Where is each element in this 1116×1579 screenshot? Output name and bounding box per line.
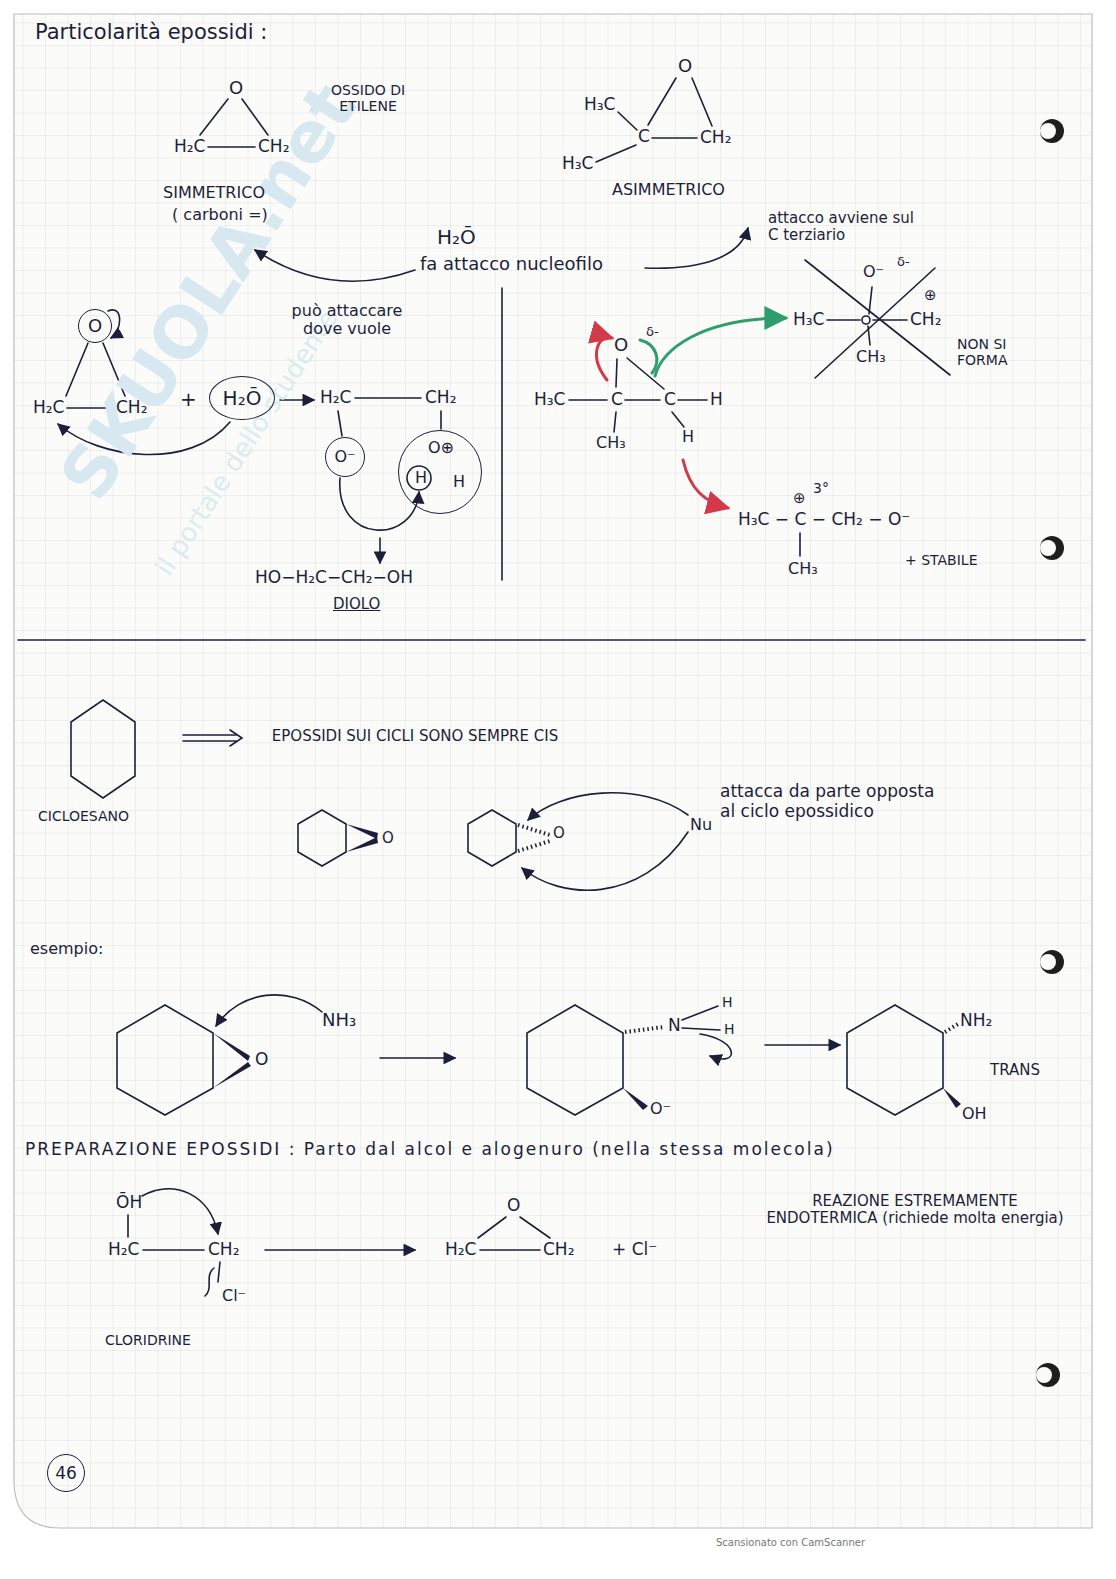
circled-label: 46 bbox=[55, 1464, 77, 1483]
atom-label: CH₂ bbox=[700, 128, 731, 148]
circled-text: O⁻ bbox=[325, 437, 365, 477]
note: TRANS bbox=[990, 1062, 1040, 1079]
atom-label: H bbox=[724, 1021, 735, 1037]
note: attacco avviene sul C terziario bbox=[768, 210, 918, 245]
circled-label: H bbox=[453, 473, 465, 491]
atom-label: CH₃ bbox=[788, 560, 818, 578]
atom-label: H₂C bbox=[108, 1240, 139, 1260]
atom-label: CH₃ bbox=[596, 434, 626, 452]
note: EPOSSIDI SUI CICLI SONO SEMPRE CIS bbox=[255, 728, 575, 745]
atom-label: CH₃ bbox=[856, 348, 886, 366]
note: + STABILE bbox=[905, 552, 978, 568]
atom-label: H₃C bbox=[584, 95, 615, 115]
page-title: Particolarità epossidi : bbox=[35, 20, 267, 44]
plus-sign: + bbox=[180, 388, 197, 411]
note: ASIMMETRICO bbox=[612, 181, 725, 199]
note: SIMMETRICO bbox=[163, 184, 265, 202]
atom-label: O bbox=[678, 56, 692, 77]
atom-label: CH₂ bbox=[425, 388, 456, 408]
compound-name: CICLOESANO bbox=[38, 808, 129, 824]
atom-label: CH₂ bbox=[910, 310, 941, 330]
formula: NH₃ bbox=[322, 1010, 356, 1031]
note: può attaccare dove vuole bbox=[272, 302, 422, 339]
atom-label: O bbox=[614, 335, 628, 356]
atom-label: C bbox=[611, 390, 623, 410]
charge-label: δ- bbox=[897, 255, 910, 270]
atom-label: H₂C bbox=[445, 1240, 476, 1260]
note: DIOLO bbox=[333, 596, 380, 613]
atom-label: O bbox=[507, 1196, 520, 1216]
charge-label: ⊕ bbox=[924, 287, 937, 304]
scanner-credit: Scansionato con CamScanner bbox=[716, 1537, 865, 1549]
atom-label: Cl⁻ bbox=[222, 1287, 246, 1305]
compound-name: CLORIDRINE bbox=[105, 1332, 191, 1348]
atom-label: O bbox=[553, 825, 565, 842]
circled-text: O⊕HH bbox=[398, 430, 482, 514]
atom-label: H bbox=[682, 428, 694, 446]
atom-label: CH₂ bbox=[258, 137, 289, 157]
compound-name: OSSIDO DI ETILENE bbox=[322, 82, 414, 114]
atom-label: H₃C bbox=[793, 310, 824, 330]
formula: HO−H₂C−CH₂−OH bbox=[255, 568, 413, 588]
atom-label: O bbox=[255, 1050, 268, 1070]
note: NON SI FORMA bbox=[957, 336, 1057, 368]
atom-label: C bbox=[664, 390, 676, 410]
note: ( carboni =) bbox=[172, 206, 268, 224]
formula: H₃C − C − CH₂ − O⁻ bbox=[738, 510, 910, 530]
atom-label: H₂C bbox=[320, 388, 351, 408]
atom-label: H₂C bbox=[174, 137, 205, 157]
note: fa attacco nucleofilo bbox=[420, 254, 603, 275]
atom-label: N bbox=[668, 1016, 681, 1036]
circled-label: O bbox=[88, 316, 102, 336]
note: attacca da parte opposta al ciclo epossi… bbox=[720, 782, 950, 821]
circled-text: 46 bbox=[47, 1454, 85, 1492]
atom-label: ŌH bbox=[116, 1193, 142, 1213]
formula: + Cl⁻ bbox=[612, 1240, 657, 1260]
formula: H₂Ō bbox=[437, 226, 476, 249]
atom-label: H₂C bbox=[33, 398, 64, 418]
atom-label: H₃C bbox=[534, 390, 565, 410]
atom-label: H bbox=[722, 994, 733, 1010]
atom-label: O bbox=[382, 830, 394, 847]
atom-label: CH₂ bbox=[208, 1240, 239, 1260]
atom-label: Nu bbox=[690, 816, 712, 834]
charge-label: δ- bbox=[646, 325, 659, 340]
atom-label: CH₂ bbox=[116, 398, 147, 418]
circled-label: H₂Ō bbox=[223, 387, 262, 409]
charge-label: ⊕ bbox=[793, 490, 806, 507]
watermark: SKUOLA.net bbox=[45, 70, 372, 514]
circled-label: O⁻ bbox=[334, 448, 355, 466]
section-heading: PREPARAZIONE EPOSSIDI : Parto dal alcol … bbox=[25, 1140, 835, 1160]
atom-label: OH bbox=[962, 1105, 987, 1123]
charge-label: 3° bbox=[813, 480, 829, 496]
circled-text: H₂Ō bbox=[209, 376, 275, 420]
circled-label: O⊕ bbox=[428, 439, 454, 457]
atom-label: O bbox=[229, 78, 243, 99]
atom-label: NH₂ bbox=[960, 1011, 992, 1031]
atom-label: H bbox=[710, 390, 723, 410]
atom-label: H₃C bbox=[562, 154, 593, 174]
note: esempio: bbox=[30, 940, 103, 958]
note: REAZIONE ESTREMAMENTE ENDOTERMICA (richi… bbox=[765, 1193, 1065, 1228]
atom-label: O⁻ bbox=[650, 1100, 671, 1118]
circled-text: O bbox=[78, 309, 112, 343]
atom-label: O⁻ bbox=[863, 263, 884, 281]
atom-label: C bbox=[638, 127, 650, 147]
circled-label: H bbox=[415, 469, 427, 487]
atom-label: CH₂ bbox=[543, 1240, 574, 1260]
